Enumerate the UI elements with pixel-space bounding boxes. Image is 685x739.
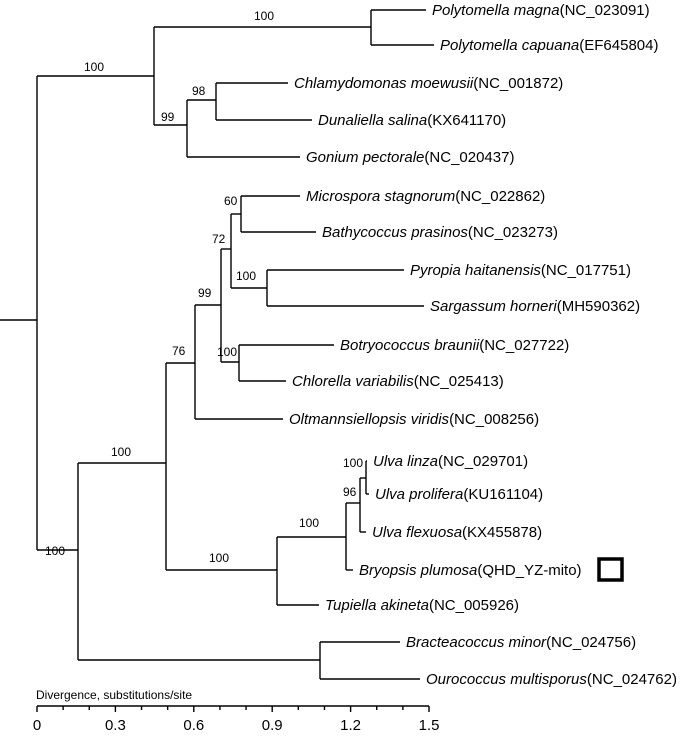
- scale-tick-label: 0: [33, 717, 41, 734]
- support-value: 98: [192, 84, 206, 98]
- tip-label: Ulva prolifera(KU161104): [375, 486, 543, 503]
- support-value: 60: [224, 194, 238, 208]
- tip-label: Bracteacoccus minor(NC_024756): [406, 634, 636, 651]
- scale-axis-title: Divergence, substitutions/site: [36, 688, 192, 702]
- support-value: 72: [212, 232, 226, 246]
- scale-tick-label: 0.9: [262, 717, 283, 734]
- support-values: 100 100 98 99 60 72 100 99 100 76 100 96…: [45, 9, 363, 565]
- tip-label: Bathycoccus prasinos(NC_023273): [322, 224, 558, 241]
- tip-label: Chlorella variabilis(NC_025413): [292, 373, 504, 390]
- tip-label: Ulva linza(NC_029701): [373, 453, 528, 470]
- tip-label: Chlamydomonas moewusii(NC_001872): [294, 75, 563, 92]
- support-value: 100: [236, 269, 256, 283]
- support-value: 99: [198, 286, 212, 300]
- support-value: 100: [254, 9, 274, 23]
- tip-label: Dunaliella salina(KX641170): [318, 112, 506, 129]
- tip-label: Botryococcus braunii(NC_027722): [340, 337, 569, 354]
- tip-label: Ulva flexuosa(KX455878): [372, 524, 542, 541]
- support-value: 100: [209, 551, 229, 565]
- tip-label: Ourococcus multisporus(NC_024762): [426, 671, 677, 688]
- tip-label: Pyropia haitanensis(NC_017751): [410, 262, 631, 279]
- tip-label: Polytomella capuana(EF645804): [440, 37, 658, 54]
- tip-label: Microspora stagnorum(NC_022862): [306, 188, 545, 205]
- tip-label-highlighted: Bryopsis plumosa(QHD_YZ-mito): [359, 562, 582, 579]
- support-value: 99: [161, 110, 175, 124]
- support-value: 76: [172, 344, 186, 358]
- scale-tick-label: 0.6: [183, 717, 204, 734]
- tip-label: Sargassum horneri(MH590362): [430, 298, 640, 315]
- support-value: 100: [343, 456, 363, 470]
- support-value: 100: [45, 544, 65, 558]
- support-value: 96: [343, 485, 357, 499]
- tip-label: Gonium pectorale(NC_020437): [306, 149, 514, 166]
- tip-label: Polytomella magna(NC_023091): [432, 2, 650, 19]
- tip-label: Tupiella akineta(NC_005926): [325, 597, 519, 614]
- scale-tick-label: 0.3: [105, 717, 126, 734]
- scale-tick-label: 1.5: [419, 717, 440, 734]
- highlight-square-marker: [597, 557, 624, 582]
- support-value: 100: [84, 60, 104, 74]
- support-value: 100: [111, 445, 131, 459]
- scale-tick-label: 1.2: [340, 717, 361, 734]
- scale-ticks: 0 0.3 0.6 0.9 1.2 1.5: [33, 706, 440, 734]
- branches: [0, 9, 434, 680]
- tip-label: Oltmannsiellopsis viridis(NC_008256): [289, 411, 539, 428]
- support-value: 100: [299, 516, 319, 530]
- support-value: 100: [217, 345, 237, 359]
- divergence-scale-axis: Divergence, substitutions/site 0 0.3 0.6 0.…: [33, 688, 440, 734]
- tip-labels: Polytomella magna(NC_023091) Polytomella…: [289, 2, 677, 688]
